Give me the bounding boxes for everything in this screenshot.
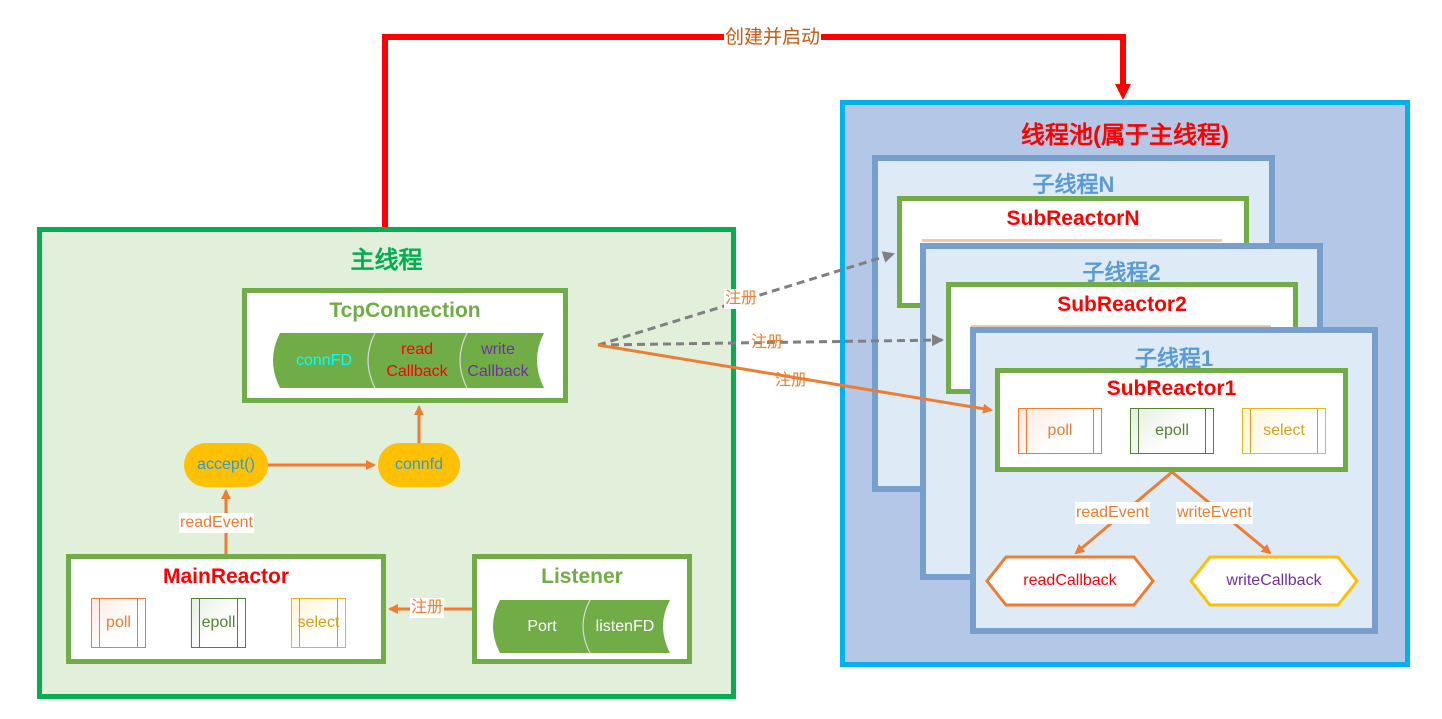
main-reactor-box[interactable]: MainReactor poll epoll select bbox=[66, 554, 386, 664]
field-listenfd: listenFD bbox=[595, 617, 655, 635]
main-reactor-title: MainReactor bbox=[162, 565, 290, 588]
sub-reactor-1-poll[interactable]: poll bbox=[1018, 408, 1102, 454]
field-write-callback-line2: Callback bbox=[467, 362, 529, 380]
read-event-label-main: readEvent bbox=[179, 513, 254, 533]
read-event-label-sub: readEvent bbox=[1075, 502, 1150, 524]
sub-reactor-n-methods-hidden bbox=[922, 239, 1222, 242]
sub-reactor-1-title: SubReactor1 bbox=[1106, 377, 1237, 400]
write-event-label-sub: writeEvent bbox=[1176, 502, 1253, 524]
field-write-callback: write Callback bbox=[464, 333, 532, 388]
sub-reactor-1-epoll[interactable]: epoll bbox=[1130, 408, 1214, 454]
main-thread-title: 主线程 bbox=[350, 247, 423, 274]
field-read-callback: read Callback bbox=[372, 333, 462, 388]
register-label-2: 注册 bbox=[751, 334, 784, 351]
accept-node[interactable]: accept() bbox=[184, 443, 268, 487]
thread-pool-title: 线程池(属于主线程) bbox=[1021, 122, 1229, 149]
tcp-connection-box[interactable]: TcpConnection connFD read Callback write… bbox=[242, 288, 568, 403]
field-write-callback-line1: write bbox=[481, 340, 515, 358]
listener-title: Listener bbox=[541, 565, 623, 588]
sub-reactor-1-box[interactable]: SubReactor1 poll epoll select bbox=[995, 368, 1348, 472]
main-reactor-poll[interactable]: poll bbox=[91, 598, 146, 648]
read-callback-label: readCallback bbox=[1023, 572, 1117, 589]
field-read-callback-line2: Callback bbox=[386, 362, 448, 380]
read-callback-node[interactable]: readCallback bbox=[984, 555, 1156, 607]
sub-reactor-2-methods-hidden bbox=[971, 325, 1271, 328]
write-callback-label: writeCallback bbox=[1226, 572, 1322, 589]
create-start-arrowhead bbox=[1115, 84, 1131, 100]
sub-thread-n-title: 子线程N bbox=[1032, 172, 1115, 197]
connfd-node[interactable]: connfd bbox=[378, 443, 460, 487]
register-label-listener: 注册 bbox=[410, 598, 445, 618]
listener-fields: Port listenFD bbox=[492, 600, 672, 653]
field-connfd: connFD bbox=[295, 351, 353, 369]
register-label-n: 注册 bbox=[724, 289, 759, 309]
sub-reactor-1-select[interactable]: select bbox=[1242, 408, 1326, 454]
register-label-1: 注册 bbox=[775, 372, 808, 389]
write-callback-hexagon bbox=[1189, 555, 1359, 607]
main-reactor-select[interactable]: select bbox=[291, 598, 346, 648]
listener-fields-shape bbox=[493, 600, 670, 653]
field-port: Port bbox=[527, 617, 557, 635]
read-callback-hexagon bbox=[985, 555, 1155, 607]
write-callback-node[interactable]: writeCallback bbox=[1188, 555, 1360, 607]
tcp-connection-title: TcpConnection bbox=[329, 299, 481, 322]
sub-reactor-n-title: SubReactorN bbox=[1006, 207, 1140, 230]
sub-thread-1-title: 子线程1 bbox=[1134, 346, 1214, 371]
main-reactor-epoll[interactable]: epoll bbox=[191, 598, 246, 648]
sub-reactor-2-title: SubReactor2 bbox=[1057, 293, 1187, 316]
sub-thread-2-title: 子线程2 bbox=[1082, 260, 1161, 285]
tcp-fields-shape bbox=[273, 333, 544, 388]
listener-box[interactable]: Listener Port listenFD bbox=[472, 554, 692, 664]
field-read-callback-line1: read bbox=[400, 340, 434, 358]
create-start-label: 创建并启动 bbox=[724, 27, 822, 49]
tcp-connection-fields: connFD read Callback write Callback bbox=[272, 333, 547, 388]
